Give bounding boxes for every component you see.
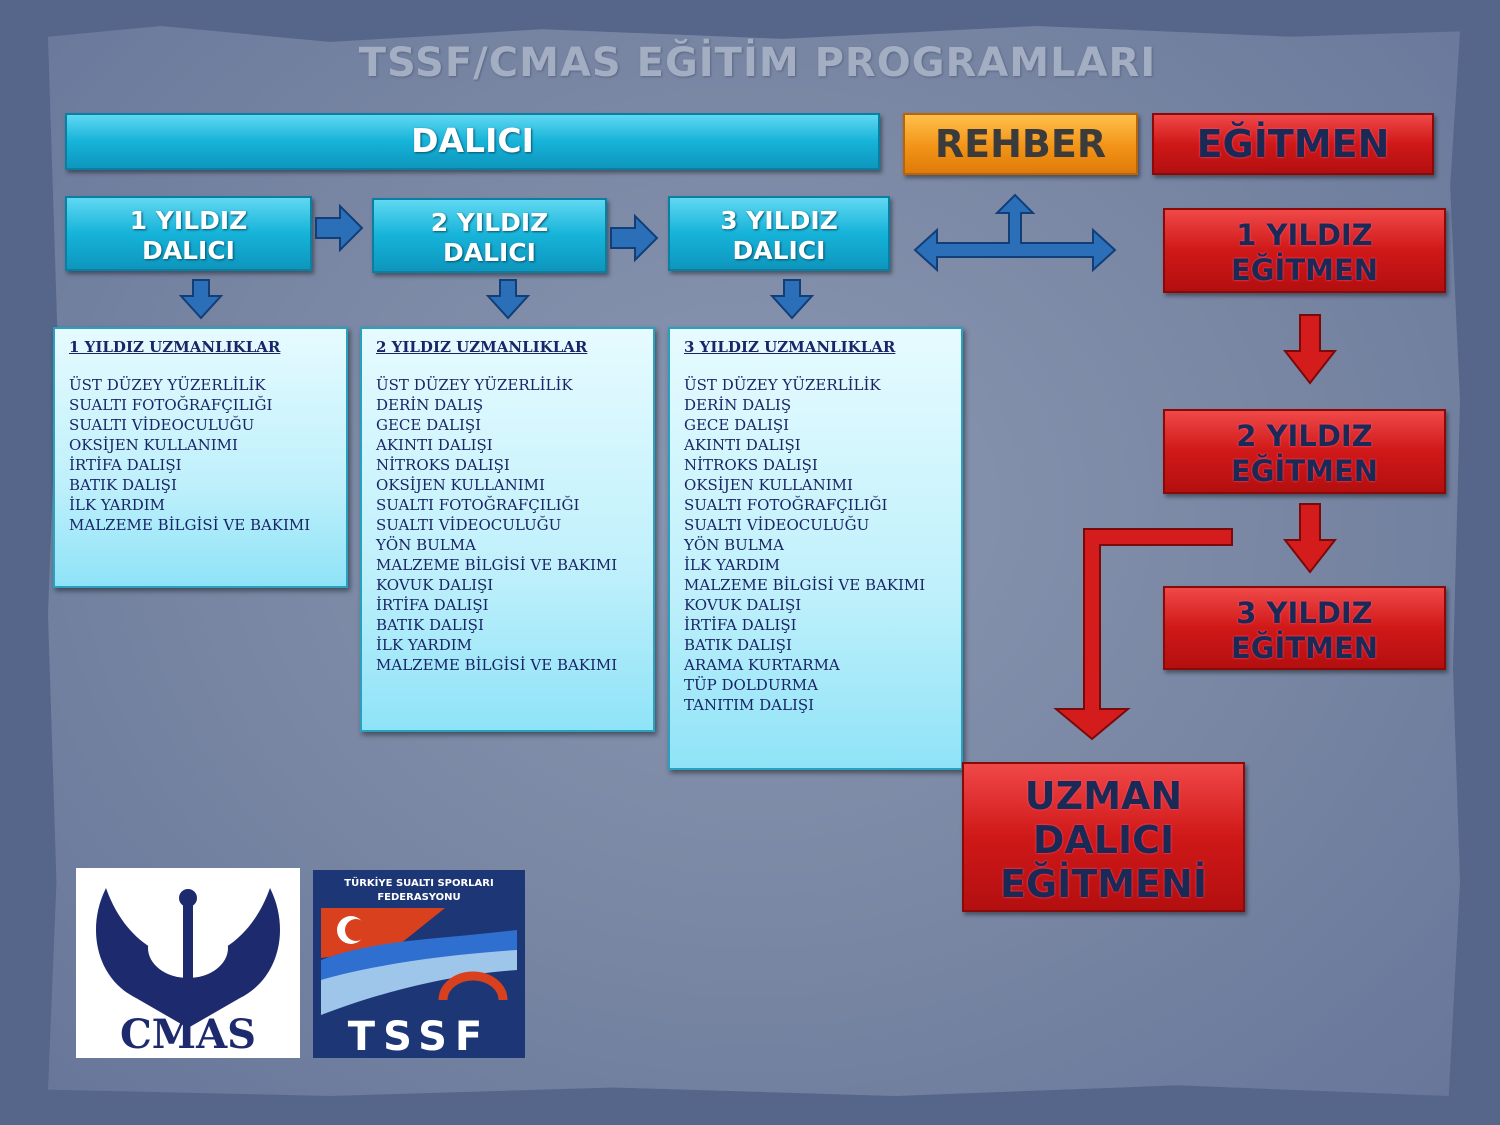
specialty-item: İRTİFA DALIŞI <box>376 596 489 614</box>
specialty-item: OKSİJEN KULLANIMI <box>69 436 238 454</box>
specialties-title: 3 YILDIZ UZMANLIKLAR <box>684 338 896 356</box>
level-line: 2 YILDIZ <box>1236 419 1373 453</box>
specialty-item: SUALTI FOTOĞRAFÇILIĞI <box>684 496 888 514</box>
specialties-1: 1 YILDIZ UZMANLIKLAR ÜST DÜZEY YÜZERLİLİK… <box>53 327 348 588</box>
specialty-item: İLK YARDIM <box>69 496 166 514</box>
specialty-item: TANITIM DALIŞI <box>684 696 815 714</box>
specialty-item: MALZEME BİLGİSİ VE BAKIMI <box>376 656 618 674</box>
specialty-item: ÜST DÜZEY YÜZERLİLİK <box>376 376 573 394</box>
specialty-item: KOVUK DALIŞI <box>376 576 494 594</box>
specialty-item: İLK YARDIM <box>684 556 781 574</box>
arrow-down-icon <box>1282 503 1338 574</box>
level-line: 1 YILDIZ <box>1236 218 1373 252</box>
level-line: UZMAN <box>1024 774 1183 818</box>
specialties-title: 2 YILDIZ UZMANLIKLAR <box>376 338 588 356</box>
level-line: DALICI <box>142 236 235 265</box>
specialties-3: 3 YILDIZ UZMANLIKLAR ÜST DÜZEY YÜZERLİLİK… <box>668 327 963 770</box>
arrow-down-icon <box>178 279 224 320</box>
arrow-right-icon <box>315 203 364 253</box>
specialty-item: GECE DALIŞI <box>376 416 482 434</box>
cmas-logo-text: CMAS <box>120 1011 256 1058</box>
level-line: EĞİTMEN <box>1230 253 1379 287</box>
specialty-item: SUALTI VİDEOCULUĞU <box>376 516 562 534</box>
specialty-item: NİTROKS DALIŞI <box>684 456 818 474</box>
arrow-down-icon <box>1282 314 1338 385</box>
elbow-arrow-icon <box>1053 528 1233 741</box>
tssf-emblem-icon: TÜRKİYE SUALTI SPORLARI FEDERASYONU TSSF <box>321 875 517 1060</box>
specialty-item: İRTİFA DALIŞI <box>69 456 182 474</box>
specialties-title: 1 YILDIZ UZMANLIKLAR <box>69 338 281 356</box>
specialty-item: MALZEME BİLGİSİ VE BAKIMI <box>376 556 618 574</box>
specialty-item: ARAMA KURTARMA <box>684 656 840 674</box>
cmas-logo: CMAS <box>76 868 300 1058</box>
double-arrow-up-icon <box>913 193 1117 273</box>
header-rehber: REHBER <box>903 113 1138 175</box>
specialty-item: İLK YARDIM <box>376 636 473 654</box>
arrow-down-icon <box>769 279 815 320</box>
specialty-item: OKSİJEN KULLANIMI <box>376 476 545 494</box>
specialty-item: AKINTI DALIŞI <box>684 436 801 454</box>
header-egitmen: EĞİTMEN <box>1152 113 1434 175</box>
svg-text:FEDERASYONU: FEDERASYONU <box>377 892 460 903</box>
specialty-item: ÜST DÜZEY YÜZERLİLİK <box>69 376 266 394</box>
specialty-item: SUALTI VİDEOCULUĞU <box>684 516 870 534</box>
specialty-item: BATIK DALIŞI <box>376 616 484 634</box>
level-line: 1 YILDIZ <box>129 206 248 235</box>
specialty-item: DERİN DALIŞ <box>684 396 792 414</box>
specialty-item: OKSİJEN KULLANIMI <box>684 476 853 494</box>
tssf-logo: TÜRKİYE SUALTI SPORLARI FEDERASYONU TSSF <box>313 870 525 1060</box>
specialty-item: MALZEME BİLGİSİ VE BAKIMI <box>69 516 311 534</box>
specialty-item: AKINTI DALIŞI <box>376 436 493 454</box>
arrow-down-icon <box>485 279 531 320</box>
specialty-item: BATIK DALIŞI <box>684 636 792 654</box>
specialty-item: GECE DALIŞI <box>684 416 790 434</box>
specialty-item: YÖN BULMA <box>376 536 476 554</box>
arrow-right-icon <box>610 213 659 263</box>
specialty-item: ÜST DÜZEY YÜZERLİLİK <box>684 376 881 394</box>
level-line: 3 YILDIZ <box>1236 596 1373 630</box>
level-line: DALICI <box>443 238 536 267</box>
specialty-item: SUALTI VİDEOCULUĞU <box>69 416 255 434</box>
level-line: DALICI <box>732 236 826 265</box>
svg-text:TÜRKİYE SUALTI SPORLARI: TÜRKİYE SUALTI SPORLARI <box>344 875 493 889</box>
specialties-2: 2 YILDIZ UZMANLIKLAR ÜST DÜZEY YÜZERLİLİK… <box>360 327 655 732</box>
specialty-item: BATIK DALIŞI <box>69 476 177 494</box>
level-line: 3 YILDIZ <box>720 206 838 235</box>
specialty-item: KOVUK DALIŞI <box>684 596 802 614</box>
specialty-item: SUALTI FOTOĞRAFÇILIĞI <box>69 396 273 414</box>
specialty-item: SUALTI FOTOĞRAFÇILIĞI <box>376 496 580 514</box>
level-line: EĞİTMEN <box>1230 454 1379 488</box>
level-line: EĞİTMEN <box>1230 631 1379 665</box>
page-title: TSSF/CMAS EĞİTİM PROGRAMLARI <box>358 40 1157 86</box>
specialty-item: İRTİFA DALIŞI <box>684 616 797 634</box>
specialty-item: MALZEME BİLGİSİ VE BAKIMI <box>684 576 926 594</box>
level-line: EĞİTMENİ <box>1000 862 1207 906</box>
level-line: 2 YILDIZ <box>430 208 549 237</box>
cmas-emblem-icon: CMAS <box>96 888 280 1058</box>
header-dalici: DALICI <box>65 113 880 170</box>
specialty-item: DERİN DALIŞ <box>376 396 484 414</box>
level-line: DALICI <box>1032 818 1175 862</box>
specialty-item: NİTROKS DALIŞI <box>376 456 510 474</box>
specialty-item: TÜP DOLDURMA <box>684 676 818 694</box>
specialty-item: YÖN BULMA <box>684 536 784 554</box>
tssf-logo-text: TSSF <box>348 1014 490 1058</box>
